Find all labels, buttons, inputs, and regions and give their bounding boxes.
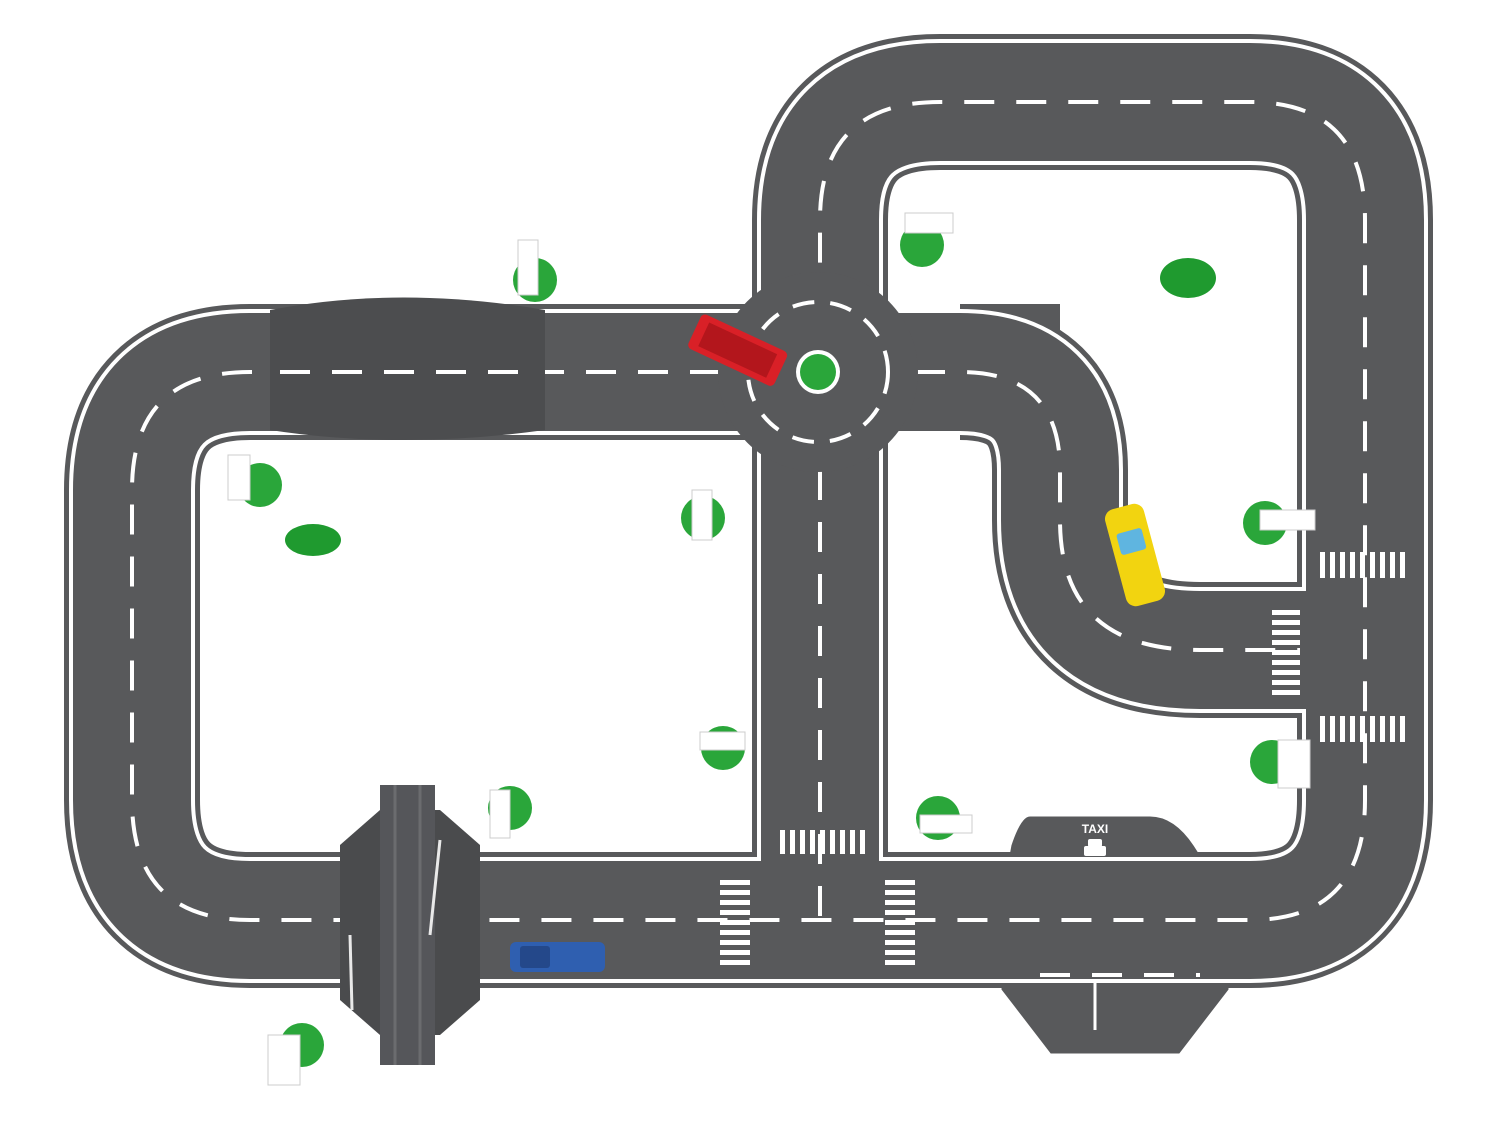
crosswalks [775,830,865,854]
blue-car-icon[interactable] [510,942,605,972]
rail-crossing [340,785,480,1065]
crosswalk [720,875,750,965]
crosswalk [885,875,915,965]
bridge [270,297,545,440]
crosswalk [1320,552,1410,578]
taxi-label: TAXI [1082,822,1108,836]
tree-icon [285,524,341,556]
taxi-car-symbol-icon [1084,839,1106,856]
tree-icon [1160,258,1216,298]
crosswalk [1320,716,1410,742]
roundabout [718,272,918,472]
crossing-barrier [348,934,354,1011]
crossing-barrier [428,839,442,936]
main-road-loop [64,34,1433,988]
bus-icon[interactable] [687,313,789,388]
road-sign-icon [900,223,944,267]
taxi-car-icon[interactable] [1103,502,1168,609]
crosswalk [1272,605,1300,695]
